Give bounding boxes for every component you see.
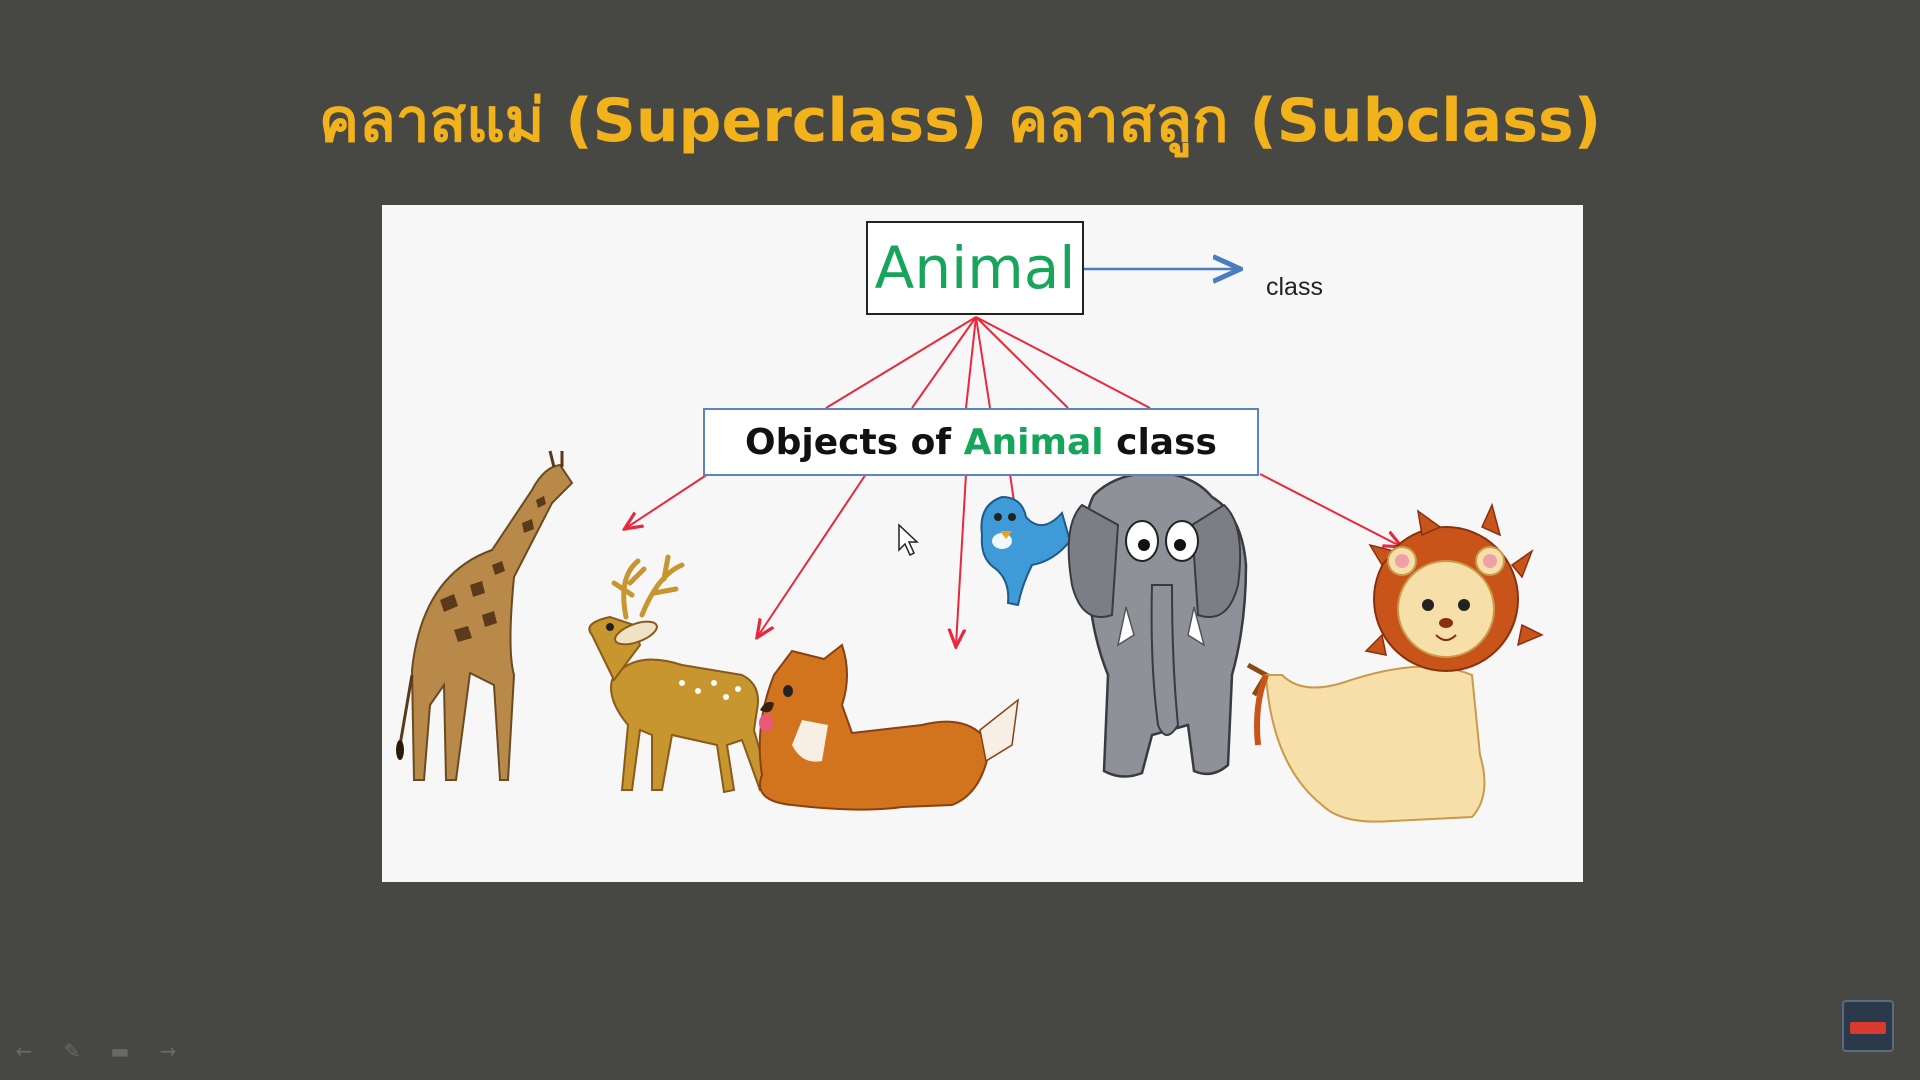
presentation-toolbar: ← ✎ ▬ → xyxy=(10,1039,182,1063)
objects-box: Objects of Animal class xyxy=(703,408,1259,476)
slide-view-icon[interactable]: ▬ xyxy=(110,1039,130,1063)
pen-icon[interactable]: ✎ xyxy=(63,1039,81,1063)
animal-class-box: Animal xyxy=(866,221,1084,315)
dog-illustration xyxy=(758,643,1019,811)
arrow-to-deer xyxy=(758,473,867,636)
lion-illustration xyxy=(1254,502,1544,823)
arrow-to-giraffe xyxy=(626,473,709,528)
slide-title: คลาสแม่ (Superclass) คลาสลูก (Subclass) xyxy=(318,86,1602,156)
objects-suffix: class xyxy=(1103,421,1217,463)
arrow-to-dog xyxy=(956,473,967,645)
elephant-illustration xyxy=(1067,471,1270,778)
previous-slide-icon[interactable]: ← xyxy=(15,1039,33,1063)
diagram-canvas xyxy=(396,205,1544,823)
objects-highlight: Animal xyxy=(963,421,1104,463)
objects-prefix: Objects of xyxy=(745,421,964,463)
arrow-to-lion xyxy=(1259,473,1400,546)
mouse-cursor-icon xyxy=(898,523,919,557)
giraffe-illustration xyxy=(396,450,574,781)
channel-subscribe-icon[interactable] xyxy=(1842,1000,1894,1052)
deer-illustration xyxy=(588,554,772,794)
inheritance-diagram: Animal class Objects of Animal class xyxy=(382,205,1583,882)
bird-illustration xyxy=(980,495,1072,607)
inheritance-lines xyxy=(825,316,1151,409)
next-slide-icon[interactable]: → xyxy=(159,1039,177,1063)
class-annotation-label: class xyxy=(1266,273,1323,301)
subscribe-bar xyxy=(1850,1022,1886,1034)
animal-class-label: Animal xyxy=(874,234,1076,302)
